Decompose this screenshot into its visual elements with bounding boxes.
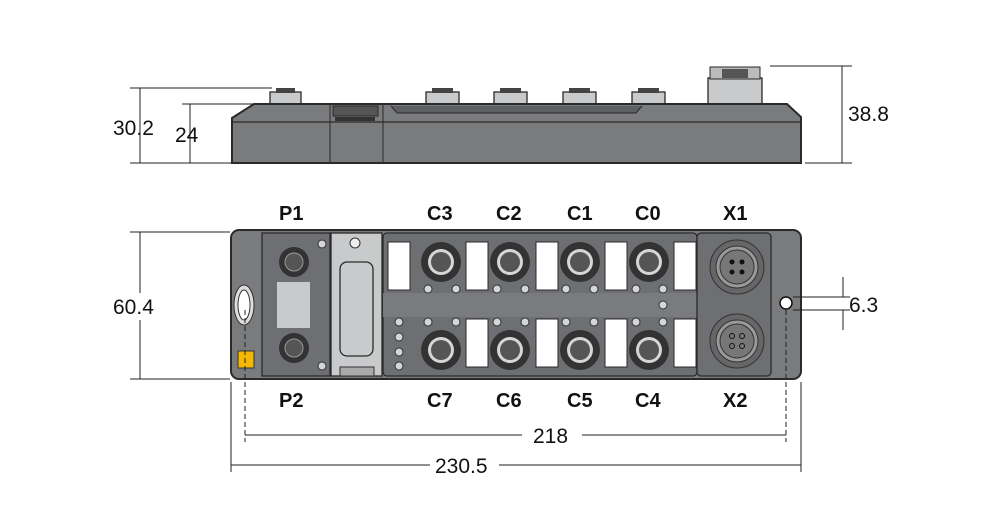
- port-c3: [421, 242, 461, 282]
- front-view: [230, 229, 802, 380]
- port-c0: [629, 242, 669, 282]
- port-c1: [560, 242, 600, 282]
- label-c0: C0: [635, 203, 661, 225]
- dimension-38-8: 38.8: [770, 65, 889, 164]
- port-p2: [279, 333, 309, 363]
- status-led: [237, 350, 255, 369]
- indicator-leds: [394, 284, 668, 371]
- port-c5: [560, 330, 600, 370]
- dimension-label: 38.8: [848, 103, 889, 126]
- port-p1: [279, 247, 309, 277]
- port-labels-top: P1 C3 C2 C1 C0 X1: [279, 203, 747, 225]
- label-x1: X1: [723, 203, 747, 225]
- dimension-label: 24: [175, 124, 199, 147]
- label-x2: X2: [723, 390, 747, 412]
- label-windows: [387, 241, 697, 368]
- label-c5: C5: [567, 390, 593, 412]
- dimension-30-2: 30.2: [113, 87, 272, 164]
- dimension-230-5: 230.5: [230, 382, 802, 478]
- port-c4: [629, 330, 669, 370]
- port-c7: [421, 330, 461, 370]
- dimension-label: 218: [533, 425, 568, 448]
- port-x1: [709, 239, 765, 295]
- side-connectors-c: [425, 88, 666, 106]
- label-c7: C7: [427, 390, 453, 412]
- dimension-60-4: 60.4: [113, 231, 230, 380]
- label-c2: C2: [496, 203, 522, 225]
- screw-icon: [349, 237, 361, 249]
- port-c6: [490, 330, 530, 370]
- port-c2: [490, 242, 530, 282]
- side-view: [231, 66, 802, 164]
- port-labels-bottom: P2 C7 C6 C5 C4 X2: [279, 390, 747, 412]
- side-connector-x1: [707, 66, 763, 105]
- ports-c: [421, 242, 669, 370]
- mounting-hole: [779, 296, 793, 310]
- dimension-24: 24: [175, 103, 255, 163]
- dimension-label: 6.3: [849, 294, 878, 317]
- label-c4: C4: [635, 390, 661, 412]
- label-c1: C1: [567, 203, 593, 225]
- side-connector-p1: [269, 91, 302, 105]
- dimension-label: 230.5: [435, 455, 488, 478]
- dimension-218: 218: [244, 310, 787, 448]
- label-p2: P2: [279, 390, 303, 412]
- label-c6: C6: [496, 390, 522, 412]
- port-x2: [709, 313, 765, 369]
- label-p1: P1: [279, 203, 303, 225]
- label-c3: C3: [427, 203, 453, 225]
- dimension-label: 60.4: [113, 296, 154, 319]
- dimension-6-3: 6.3: [793, 277, 878, 330]
- dimension-label: 30.2: [113, 117, 154, 140]
